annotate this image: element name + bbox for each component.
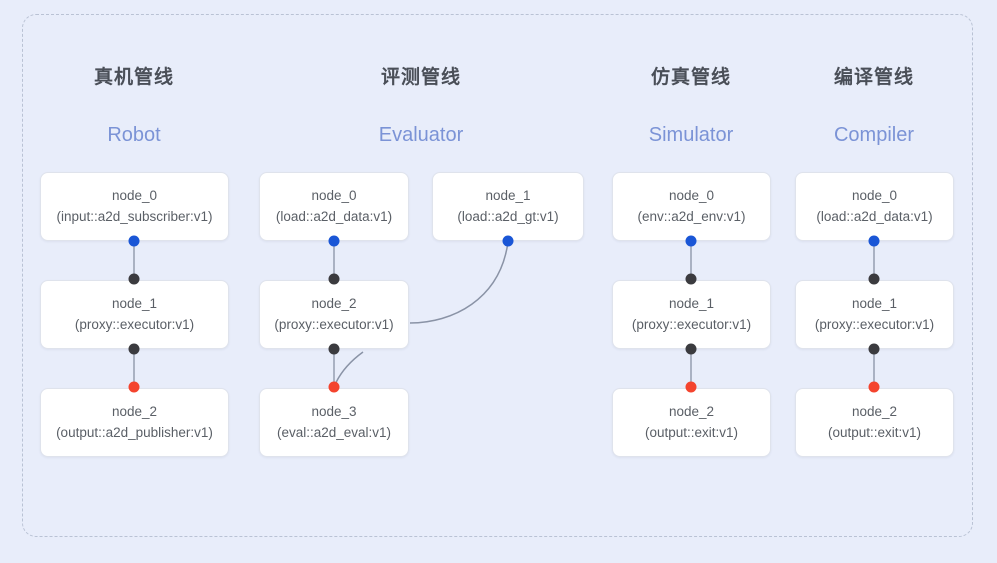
node-label-name: node_2 [111, 403, 158, 419]
port-out-simulator-0[interactable] [685, 235, 697, 247]
node-label-type: (proxy::executor:v1) [74, 316, 195, 332]
node-label-type: (output::exit:v1) [644, 424, 739, 440]
node-label-name: node_0 [851, 187, 898, 203]
node-evaluator-1[interactable]: node_1 (load::a2d_gt:v1) [432, 172, 584, 241]
node-compiler-2[interactable]: node_2 (output::exit:v1) [795, 388, 954, 457]
node-label-name: node_0 [668, 187, 715, 203]
node-label-name: node_2 [311, 295, 357, 311]
node-label-name: node_2 [851, 403, 898, 419]
node-label-type: (load::a2d_data:v1) [816, 208, 933, 224]
port-out-compiler-0[interactable] [868, 235, 880, 247]
port-out-evaluator-2[interactable] [328, 343, 340, 355]
node-label-name: node_1 [668, 295, 715, 311]
column-subtitle-evaluator: Evaluator [378, 124, 464, 146]
node-label-name: node_0 [311, 187, 357, 203]
port-out-robot-0[interactable] [128, 235, 140, 247]
node-evaluator-3[interactable]: node_3 (eval::a2d_eval:v1) [259, 388, 409, 457]
port-out-compiler-1[interactable] [868, 343, 880, 355]
port-in-compiler-1[interactable] [868, 273, 880, 285]
node-label-type: (proxy::executor:v1) [631, 316, 752, 332]
port-in-compiler-2[interactable] [868, 381, 880, 393]
column-subtitle-robot: Robot [107, 124, 161, 146]
column-title-robot: 真机管线 [93, 67, 174, 88]
node-label-type: (output::a2d_publisher:v1) [56, 424, 213, 440]
node-label-type: (output::exit:v1) [827, 424, 922, 440]
node-label-type: (eval::a2d_eval:v1) [276, 424, 392, 440]
node-label-name: node_3 [311, 403, 357, 419]
port-in-evaluator-3[interactable] [328, 381, 340, 393]
node-label-type: (load::a2d_gt:v1) [457, 208, 559, 224]
port-in-simulator-2[interactable] [685, 381, 697, 393]
pipeline-group-frame [22, 14, 973, 537]
port-out-robot-1[interactable] [128, 343, 140, 355]
port-out-simulator-1[interactable] [685, 343, 697, 355]
node-evaluator-0[interactable]: node_0 (load::a2d_data:v1) [259, 172, 409, 241]
port-in-robot-2[interactable] [128, 381, 140, 393]
port-out-evaluator-0[interactable] [328, 235, 340, 247]
column-subtitle-compiler: Compiler [833, 124, 915, 146]
node-label-type: (proxy::executor:v1) [814, 316, 935, 332]
node-robot-1[interactable]: node_1 (proxy::executor:v1) [40, 280, 229, 349]
column-title-evaluator: 评测管线 [380, 67, 461, 88]
node-label-name: node_1 [111, 295, 158, 311]
node-label-type: (load::a2d_data:v1) [275, 208, 393, 224]
node-label-type: (input::a2d_subscriber:v1) [56, 208, 213, 224]
node-label-type: (env::a2d_env:v1) [637, 208, 746, 224]
node-label-name: node_0 [111, 187, 158, 203]
node-label-name: node_1 [851, 295, 898, 311]
port-out-evaluator-1[interactable] [502, 235, 514, 247]
node-label-name: node_1 [485, 187, 531, 203]
column-title-compiler: 编译管线 [833, 67, 914, 88]
node-label-name: node_2 [668, 403, 715, 419]
node-compiler-1[interactable]: node_1 (proxy::executor:v1) [795, 280, 954, 349]
column-subtitle-simulator: Simulator [648, 124, 734, 146]
column-title-simulator: 仿真管线 [650, 67, 731, 88]
node-label-type: (proxy::executor:v1) [274, 316, 394, 332]
node-robot-2[interactable]: node_2 (output::a2d_publisher:v1) [40, 388, 229, 457]
node-simulator-0[interactable]: node_0 (env::a2d_env:v1) [612, 172, 771, 241]
port-in-simulator-1[interactable] [685, 273, 697, 285]
node-simulator-2[interactable]: node_2 (output::exit:v1) [612, 388, 771, 457]
port-in-robot-1[interactable] [128, 273, 140, 285]
node-simulator-1[interactable]: node_1 (proxy::executor:v1) [612, 280, 771, 349]
node-compiler-0[interactable]: node_0 (load::a2d_data:v1) [795, 172, 954, 241]
node-evaluator-2[interactable]: node_2 (proxy::executor:v1) [259, 280, 409, 349]
node-robot-0[interactable]: node_0 (input::a2d_subscriber:v1) [40, 172, 229, 241]
port-in-evaluator-2[interactable] [328, 273, 340, 285]
